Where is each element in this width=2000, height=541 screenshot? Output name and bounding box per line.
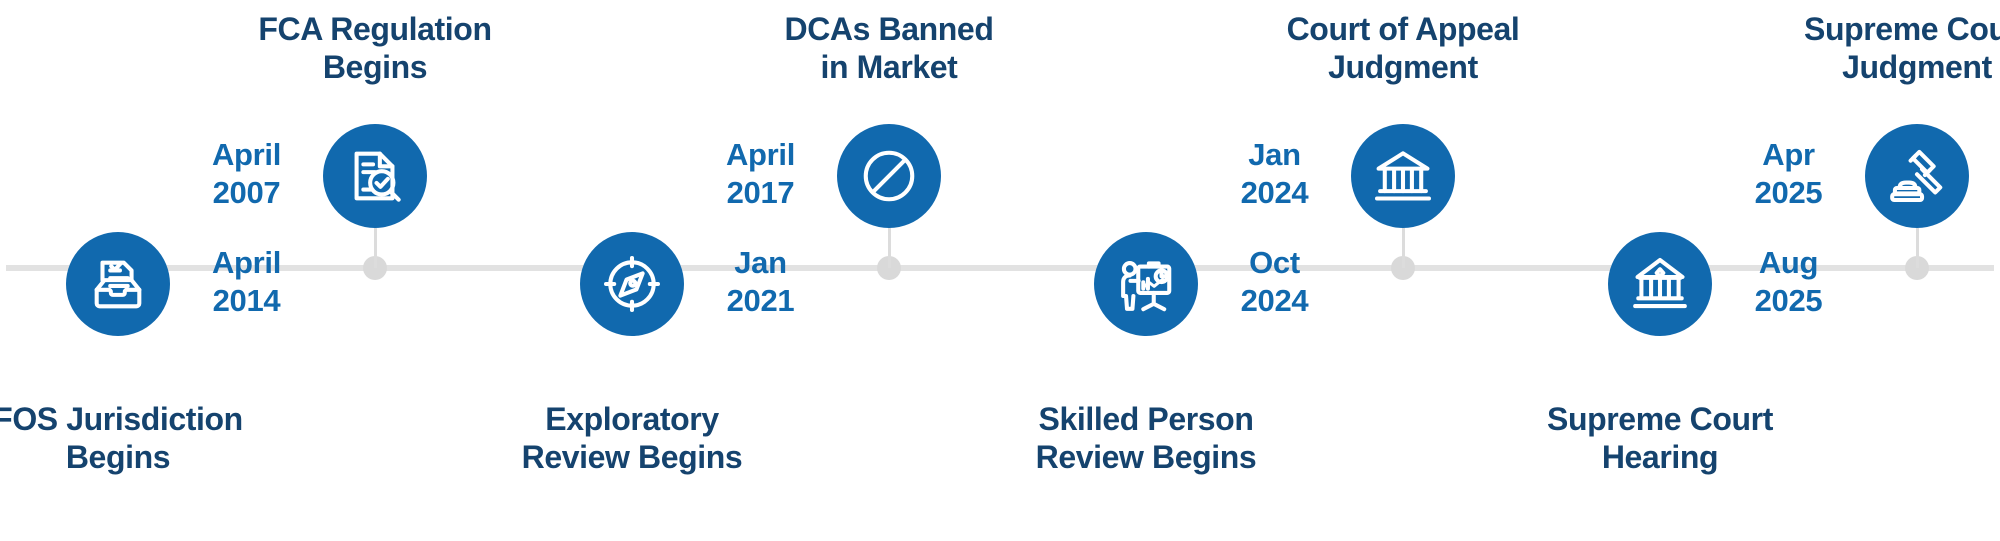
axis-dashed-end	[1904, 265, 1994, 271]
title-line-1: Court of Appeal	[1286, 11, 1520, 47]
milestone-icon-circle-exploratory-review[interactable]	[580, 232, 684, 336]
date-year: 2021	[726, 282, 795, 318]
timeline-connector-stem	[887, 228, 891, 268]
courthouse-icon	[1372, 145, 1434, 207]
date-month: April	[211, 137, 282, 172]
milestone-title-supreme-court-judgment: Supreme CourtJudgment	[1767, 10, 2000, 87]
title-line-1: DCAs Banned	[784, 11, 994, 47]
date-year: 2025	[1754, 282, 1823, 318]
date-year: 2017	[726, 174, 795, 210]
supreme-court-building-icon	[1629, 253, 1691, 315]
date-month: Aug	[1758, 245, 1819, 280]
milestone-icon-circle-supreme-court-judgment[interactable]	[1865, 124, 1969, 228]
milestone-icon-circle-fca-regulation[interactable]	[323, 124, 427, 228]
date-month: April	[211, 245, 282, 280]
date-month: Jan	[1248, 137, 1301, 172]
presenter-chart-board-icon	[1115, 253, 1177, 315]
date-year: 2025	[1754, 174, 1823, 210]
title-line-2: Review Begins	[1035, 439, 1257, 476]
date-month: Oct	[1249, 245, 1300, 280]
title-line-2: Judgment	[1328, 49, 1478, 86]
timeline-connector-stem	[1401, 228, 1405, 268]
title-line-1: Skilled Person	[1038, 401, 1254, 437]
title-line-2: Judgment	[1842, 49, 1992, 86]
title-line-1: Exploratory	[545, 401, 719, 437]
title-line-1: FCA Regulation	[258, 11, 492, 47]
timeline-axis	[18, 265, 1982, 271]
gavel-icon	[1886, 145, 1948, 207]
title-line-1: Supreme Court	[1547, 401, 1773, 437]
date-year: 2024	[1240, 282, 1309, 318]
date-year: 2024	[1240, 174, 1309, 210]
date-year: 2014	[212, 282, 281, 318]
timeline-connector-stem	[1915, 228, 1919, 268]
title-line-2: in Market	[820, 49, 958, 86]
timeline-connector-stem	[373, 228, 377, 268]
milestone-icon-circle-supreme-court-hearing[interactable]	[1608, 232, 1712, 336]
date-month: Apr	[1762, 137, 1815, 172]
prohibition-ban-icon	[858, 145, 920, 207]
milestone-icon-circle-dcas-banned[interactable]	[837, 124, 941, 228]
milestone-icon-circle-court-of-appeal[interactable]	[1351, 124, 1455, 228]
title-line-2: Begins	[65, 439, 171, 476]
title-line-2: Begins	[322, 49, 428, 86]
milestone-icon-circle-skilled-person[interactable]	[1094, 232, 1198, 336]
document-magnifier-check-icon	[344, 145, 406, 207]
title-line-1: FOS Jurisdiction	[0, 401, 243, 437]
milestone-icon-circle-fos-jurisdiction[interactable]	[66, 232, 170, 336]
inbox-document-check-icon	[87, 253, 149, 315]
title-line-2: Hearing	[1601, 439, 1719, 476]
title-line-2: Review Begins	[521, 439, 743, 476]
date-year: 2007	[212, 174, 281, 210]
compass-icon	[601, 253, 663, 315]
title-line-1: Supreme Court	[1804, 11, 2000, 47]
date-month: April	[725, 137, 796, 172]
date-month: Jan	[734, 245, 787, 280]
